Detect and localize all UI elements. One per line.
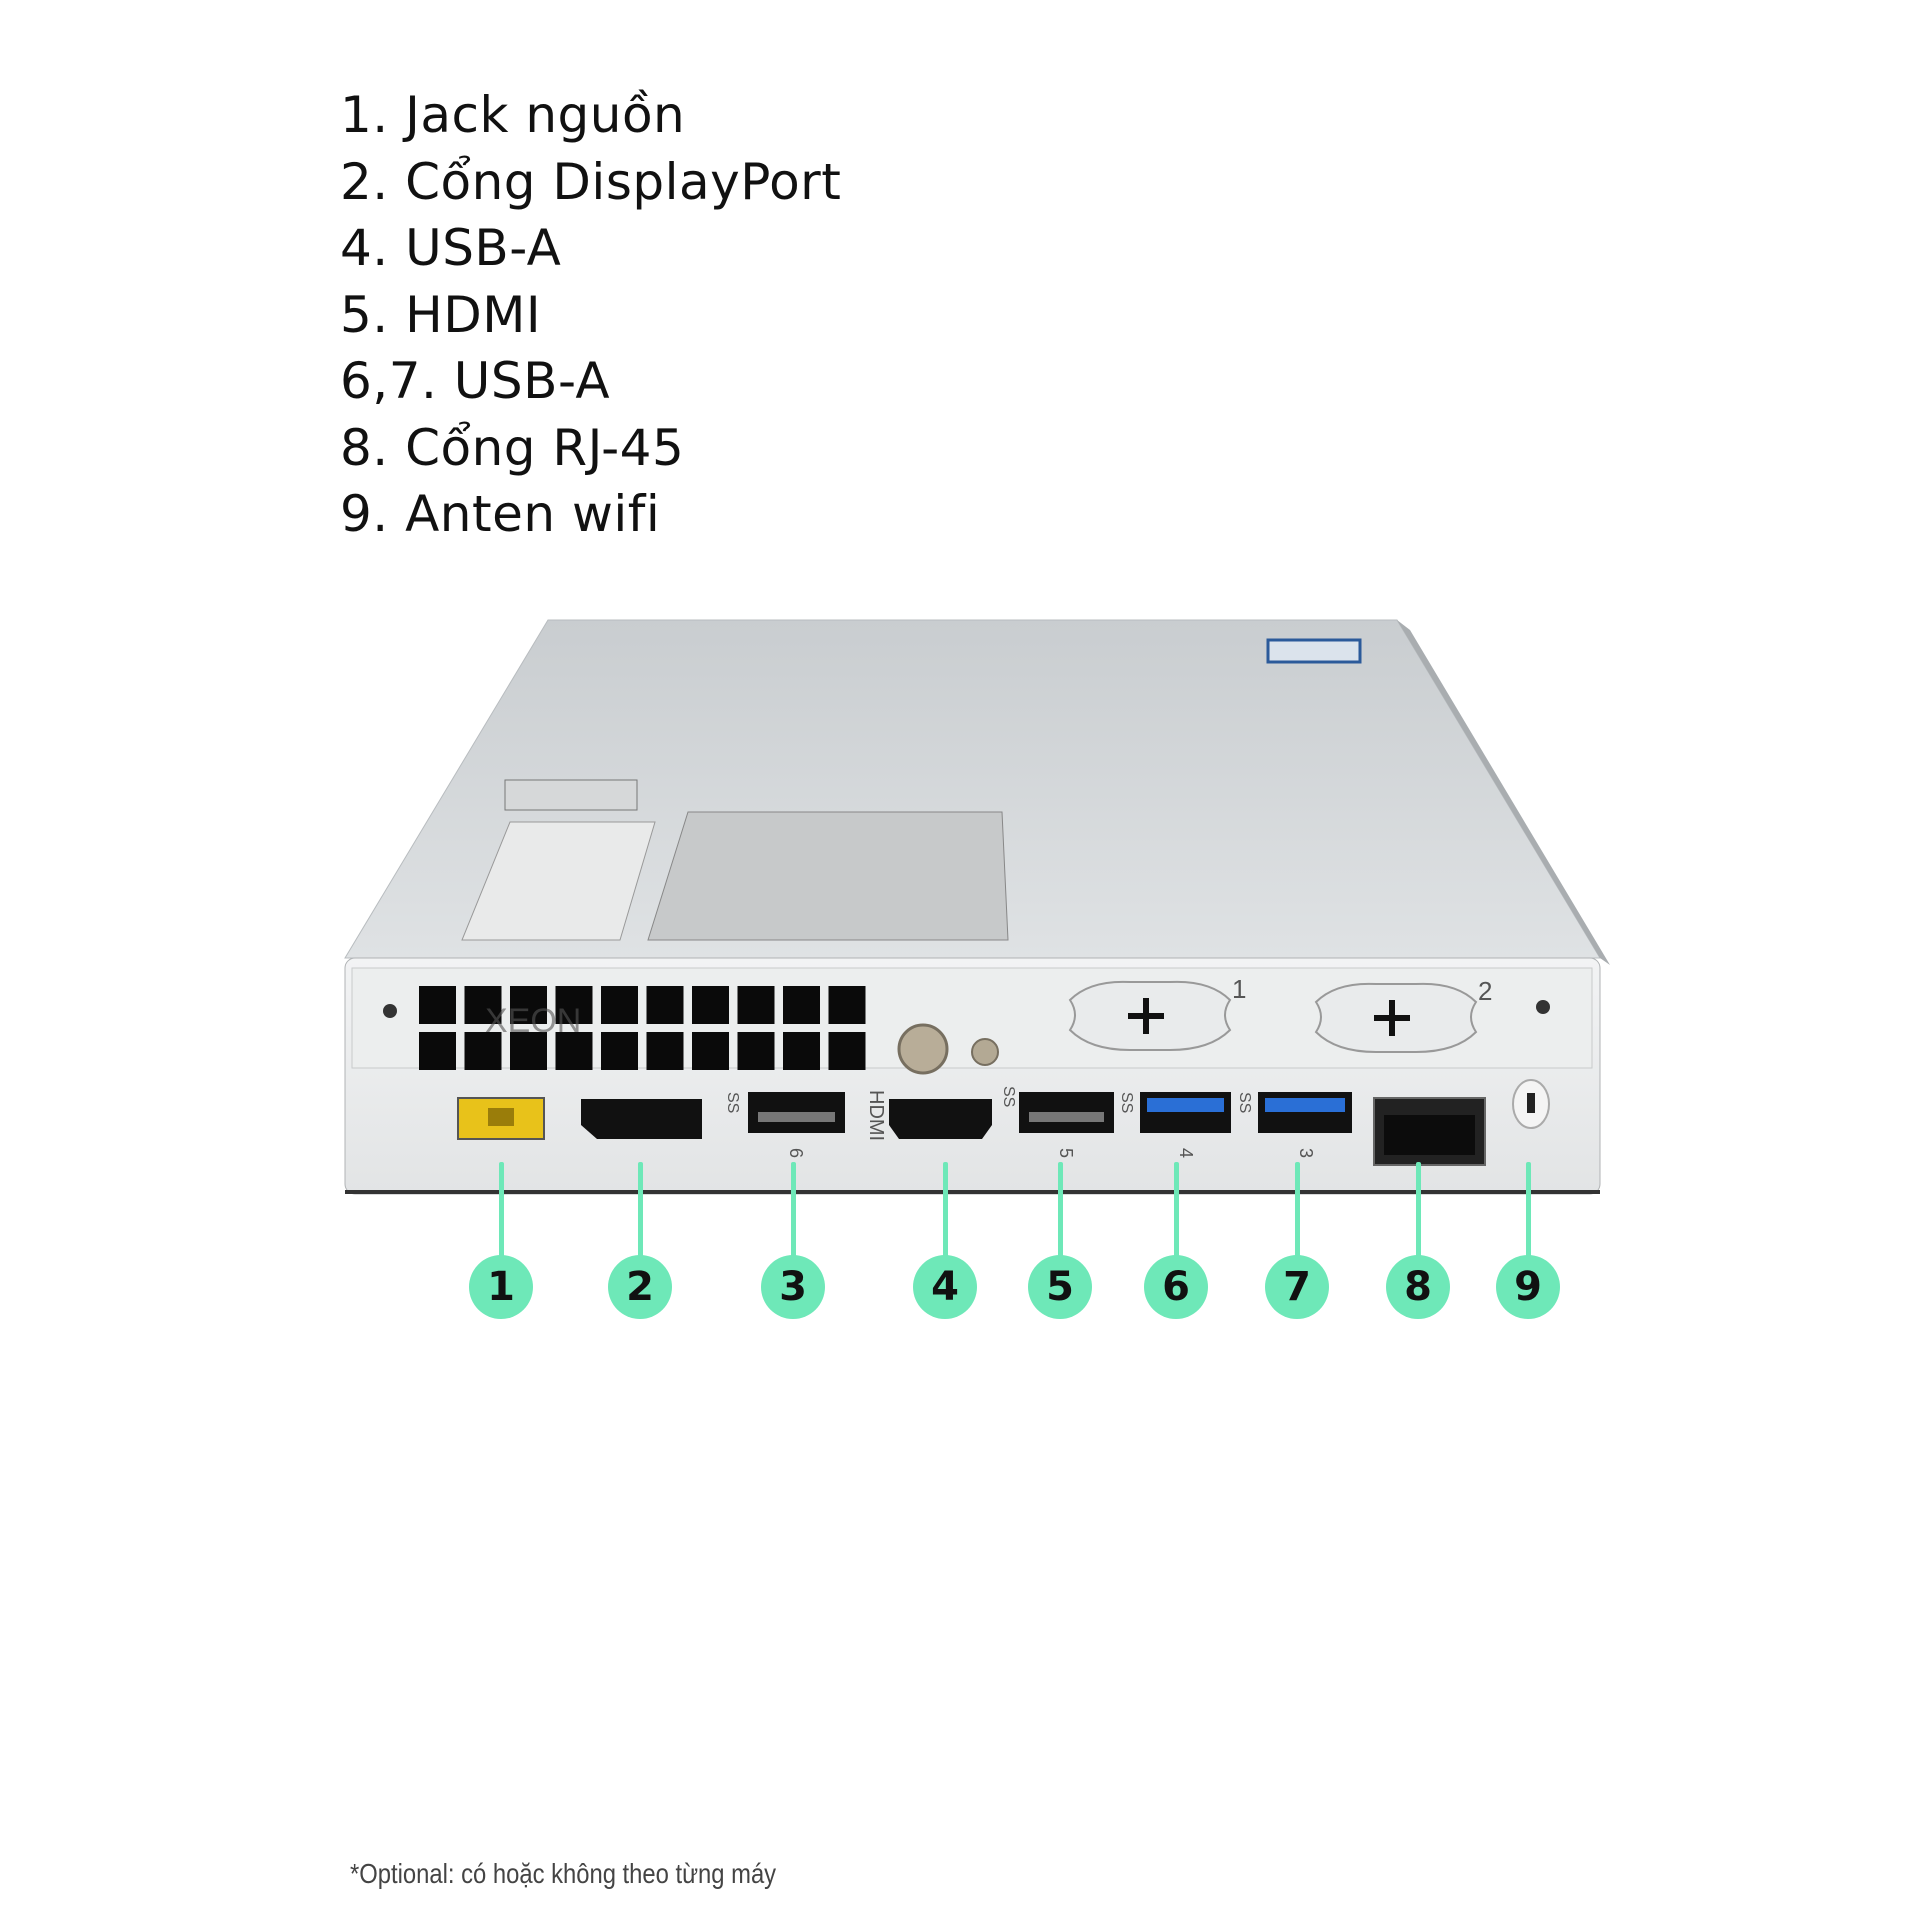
vent-slot xyxy=(601,1032,638,1070)
thumb-screw xyxy=(897,1023,949,1075)
legend-item-hdmi: 5. HDMI xyxy=(340,285,542,344)
callout-badge-9: 9 xyxy=(1496,1255,1560,1319)
vent-slot xyxy=(601,986,638,1024)
callout-line xyxy=(1173,1162,1179,1262)
vent-slot xyxy=(464,986,502,1024)
windows-sticker xyxy=(504,779,638,811)
callout-badge-3: 3 xyxy=(761,1255,825,1319)
legend-item-wifi-antenna: 9. Anten wifi xyxy=(340,485,661,543)
usb-a-port-6 xyxy=(748,1092,845,1133)
cpu-sticker xyxy=(1266,638,1362,664)
vent-slot xyxy=(510,1032,547,1070)
usb4-label: 4 xyxy=(1176,1148,1196,1158)
legend-item-usb-a: 4. USB-A xyxy=(340,219,562,277)
usb-a-port-4 xyxy=(1140,1092,1231,1133)
usb3-label: 3 xyxy=(1296,1148,1316,1158)
callout-line xyxy=(1294,1162,1300,1262)
vent-slot xyxy=(783,1032,820,1070)
callout-badge-1: 1 xyxy=(469,1255,533,1319)
expansion-knockout-1 xyxy=(1068,980,1232,1051)
usb-a-port-3 xyxy=(1258,1092,1352,1133)
callout-badge-6: 6 xyxy=(1144,1255,1208,1319)
callout-badge-4: 4 xyxy=(913,1255,977,1319)
chassis-right-edge xyxy=(1397,620,1610,965)
vent-slot xyxy=(555,1032,593,1070)
vent-slot xyxy=(692,1032,729,1070)
watermark-logo: XEON xyxy=(485,1002,581,1040)
vent-slot xyxy=(646,986,684,1024)
air-vents xyxy=(419,986,866,1070)
ss-label: SS xyxy=(1236,1092,1253,1113)
port-legend: 1. Jack nguồn 2. Cổng DisplayPort 4. USB… xyxy=(340,82,841,548)
slot-label-1: 1 xyxy=(1232,974,1246,1004)
usb5-label: 5 xyxy=(1056,1148,1076,1158)
callout-line xyxy=(1057,1162,1063,1262)
callout-badge-8: 8 xyxy=(1386,1255,1450,1319)
displayport-port xyxy=(581,1099,702,1139)
power-jack-port xyxy=(457,1097,545,1140)
callout-line xyxy=(1415,1162,1421,1262)
legend-item-power-jack: 1. Jack nguồn xyxy=(340,86,686,144)
ss-label: SS xyxy=(1118,1092,1135,1113)
slot-label-2: 2 xyxy=(1478,976,1492,1006)
wifi-antenna-port xyxy=(1512,1079,1550,1129)
callout-line xyxy=(637,1162,643,1262)
ss-label: SS xyxy=(724,1092,741,1113)
legend-item-usb-a-67: 6,7. USB-A xyxy=(340,352,611,410)
vent-slot xyxy=(783,986,820,1024)
vent-slot xyxy=(419,986,456,1024)
vent-slot xyxy=(737,986,775,1024)
callout-line xyxy=(498,1162,504,1262)
footnote: *Optional: có hoặc không theo từng máy xyxy=(350,1858,777,1889)
hdmi-label: HDMI xyxy=(865,1090,887,1141)
callout-line xyxy=(1525,1162,1531,1262)
callout-badge-7: 7 xyxy=(1265,1255,1329,1319)
callout-line xyxy=(790,1162,796,1262)
vent-slot xyxy=(828,1032,866,1070)
ss-label: SS xyxy=(1000,1086,1017,1107)
vent-slot xyxy=(419,1032,456,1070)
expansion-knockout-2 xyxy=(1314,982,1478,1053)
callout-badge-2: 2 xyxy=(608,1255,672,1319)
rj45-port xyxy=(1373,1097,1486,1166)
usb-a-port-5 xyxy=(1019,1092,1114,1133)
usb6-label: 6 xyxy=(786,1148,806,1158)
vent-slot xyxy=(692,986,729,1024)
hdmi-port xyxy=(889,1099,992,1139)
warning-label-sticker xyxy=(647,811,1009,941)
vent-slot xyxy=(555,986,593,1024)
callout-line xyxy=(942,1162,948,1262)
vent-slot xyxy=(828,986,866,1024)
legend-item-displayport: 2. Cổng DisplayPort xyxy=(340,152,842,211)
vent-slot xyxy=(464,1032,502,1070)
legend-item-rj45: 8. Cổng RJ-45 xyxy=(340,418,685,477)
vent-slot xyxy=(737,1032,775,1070)
callout-badge-5: 5 xyxy=(1028,1255,1092,1319)
vent-slot xyxy=(510,986,547,1024)
vent-slot xyxy=(646,1032,684,1070)
screw xyxy=(971,1038,999,1066)
spec-label-sticker xyxy=(461,821,656,941)
